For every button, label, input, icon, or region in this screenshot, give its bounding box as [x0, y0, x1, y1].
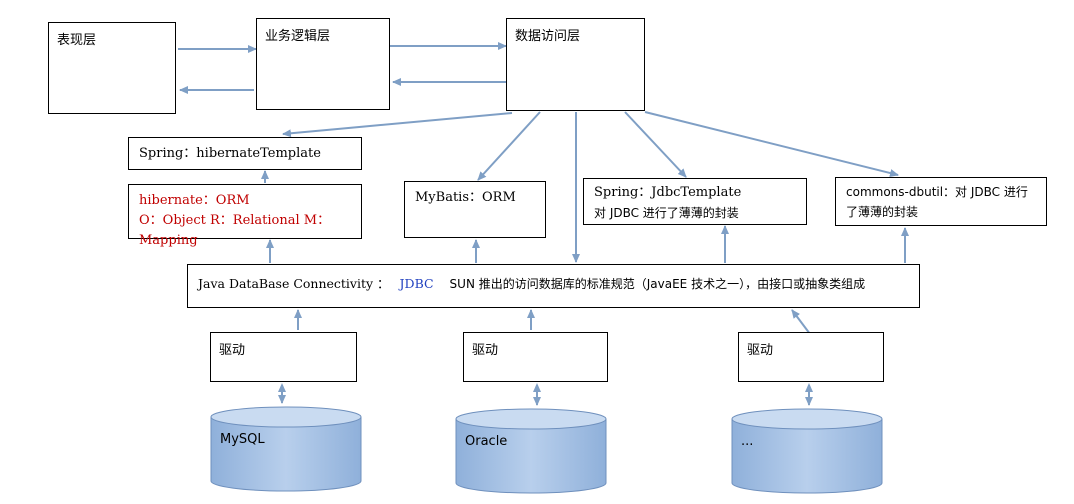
arrow-dataaccess-to-mybatis — [477, 111, 541, 181]
commons-dbutils-box: commons-dbutil：对 JDBC 进行 了薄薄的封装 — [835, 177, 1047, 226]
database-label-oracle: Oracle — [465, 434, 508, 449]
jdbc-keyword: JDBC — [399, 276, 434, 291]
database-label-mysql: MySQL — [220, 432, 265, 447]
hibernate-orm-line2: O：Object R：Relational M：Mapping — [139, 213, 331, 248]
database-cylinder-mysql: MySQL — [210, 406, 362, 492]
jdbc-prefix: Java DataBase Connectivity ： — [198, 276, 390, 291]
commons-dbutils-line1: commons-dbutil：对 JDBC 进行 — [846, 185, 1028, 199]
driver-label-3: 驱动 — [747, 343, 774, 358]
spring-hibernate-template-label: Spring：hibernateTemplate — [139, 146, 321, 161]
business-layer-label: 业务逻辑层 — [265, 29, 331, 44]
business-layer-box: 业务逻辑层 — [256, 18, 390, 110]
commons-dbutils-line2: 了薄薄的封装 — [846, 205, 919, 219]
driver-box-2: 驱动 — [463, 332, 608, 382]
driver-label-2: 驱动 — [472, 343, 499, 358]
mybatis-orm-label: MyBatis：ORM — [415, 190, 516, 205]
driver-box-1: 驱动 — [210, 332, 357, 382]
driver-box-3: 驱动 — [738, 332, 884, 382]
spring-jdbc-template-box: Spring：JdbcTemplate 对 JDBC 进行了薄薄的封装 — [583, 178, 807, 225]
database-cylinder-oracle: Oracle — [455, 408, 607, 494]
arrow-dataaccess-to-spring-jdbc — [624, 111, 687, 178]
spring-hibernate-template-box: Spring：hibernateTemplate — [128, 137, 362, 170]
arrow-driver3-to-jdbc — [791, 309, 811, 335]
presentation-layer-box: 表现层 — [48, 22, 176, 114]
data-access-layer-box: 数据访问层 — [506, 18, 645, 111]
arrow-dataaccess-to-spring-hibernate — [282, 112, 513, 138]
database-label-other: ... — [741, 434, 754, 449]
arrow-dataaccess-to-dbutils — [644, 111, 899, 177]
hibernate-orm-box: hibernate：ORM O：Object R：Relational M：Ma… — [128, 184, 362, 248]
mybatis-orm-box: MyBatis：ORM — [404, 181, 546, 238]
jdbc-description: SUN 推出的访问数据库的标准规范（JavaEE 技术之一），由接口或抽象类组成 — [449, 277, 866, 291]
spring-jdbc-template-line2: 对 JDBC 进行了薄薄的封装 — [594, 206, 739, 220]
spring-jdbc-template-line1: Spring：JdbcTemplate — [594, 185, 742, 200]
driver-label-1: 驱动 — [219, 343, 246, 358]
jdbc-bar-box: Java DataBase Connectivity ： JDBC SUN 推出… — [187, 264, 920, 308]
data-access-layer-label: 数据访问层 — [515, 29, 581, 44]
hibernate-orm-line1: hibernate：ORM — [139, 193, 250, 208]
presentation-layer-label: 表现层 — [57, 33, 97, 48]
database-cylinder-other: ... — [731, 408, 883, 494]
